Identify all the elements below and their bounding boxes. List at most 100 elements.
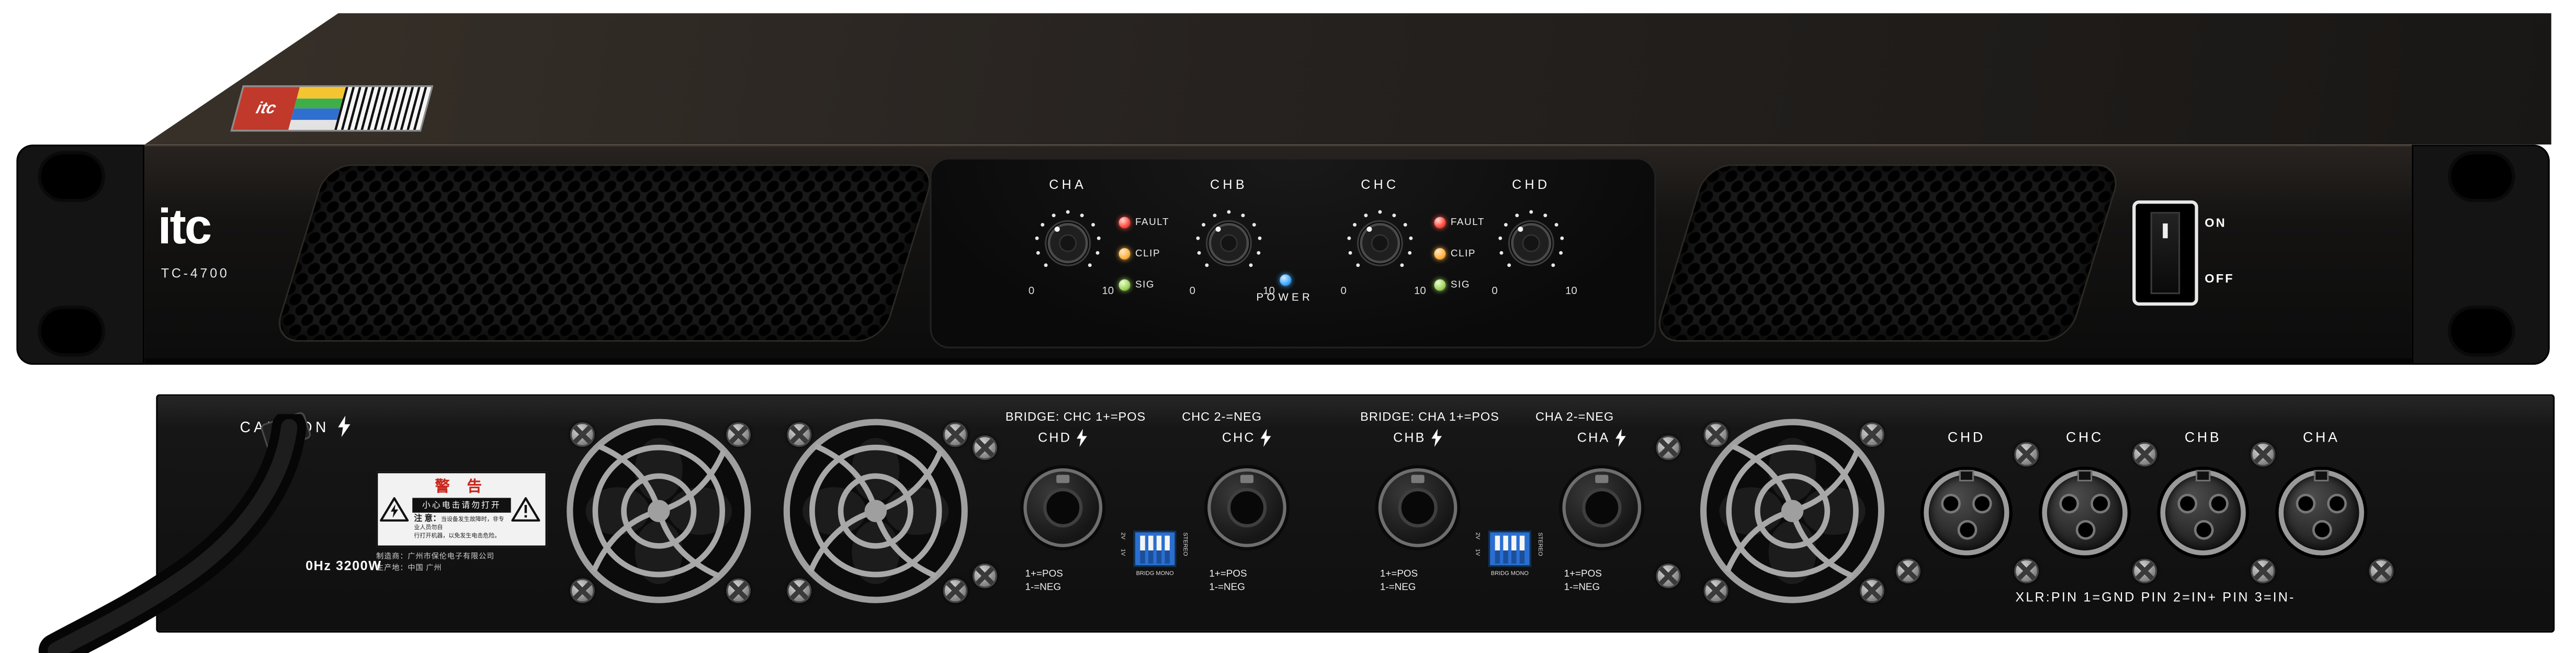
dip-label-1v: 1V <box>1120 548 1126 556</box>
screw-icon <box>943 578 968 603</box>
gain-knob <box>1035 210 1101 267</box>
rack-mount-hole <box>2451 154 2512 199</box>
fault-label: FAULT <box>1450 218 1485 228</box>
dip-label-2v: 2V <box>1474 532 1481 539</box>
clip-label: CLIP <box>1450 249 1476 259</box>
screw-icon <box>1895 558 1921 583</box>
screw-icon <box>943 422 968 447</box>
screw-icon <box>726 422 751 447</box>
warning-note-line2: 行打开机器，以免发生电击危险。 <box>414 532 501 538</box>
fan-grille-icon <box>783 419 968 603</box>
dip-label-bridge-mono: BRIDG MONO <box>1136 570 1174 577</box>
scale-min: 0 <box>1492 286 1498 298</box>
sig-led <box>1434 279 1446 291</box>
scale-min: 0 <box>1340 286 1347 298</box>
speakon-pinout: 1+=POS 1-=NEG <box>1380 570 1462 596</box>
speakon-label-chb: CHB <box>1369 429 1467 447</box>
channel-label: CHD <box>1512 177 1551 193</box>
bridge-text: CHC 2-=NEG <box>1182 409 1262 424</box>
rack-mount-hole <box>41 154 102 199</box>
power-switch <box>2132 200 2198 306</box>
manufacturer-line: 制造商：广州市保伦电子有限公司 <box>376 552 495 560</box>
xlr-label-cha: CHA <box>2302 429 2340 446</box>
channel-text: CHB <box>1393 430 1426 446</box>
channel-text: CHD <box>1038 430 1072 446</box>
warning-title: 警 告 <box>435 478 489 495</box>
screw-icon <box>787 578 812 603</box>
dip-label-2v: 2V <box>1120 532 1126 539</box>
screw-icon <box>2014 558 2039 583</box>
rack-ear-left <box>16 144 145 365</box>
lightning-icon <box>1615 429 1626 447</box>
screw-icon <box>787 422 812 447</box>
sig-label: SIG <box>1135 280 1155 290</box>
speakon-latch <box>1411 475 1425 483</box>
pin-neg: 1-=NEG <box>1209 583 1245 593</box>
shock-warning-triangle-icon <box>380 497 409 522</box>
pin-pos: 1+=POS <box>1380 570 1418 580</box>
warning-sticker: 警 告 小心电击请勿打开 注 意：当设备发生故障时，非专业人员勿自 行打开机器，… <box>376 471 547 547</box>
speakon-connector-chb <box>1378 468 1458 547</box>
xlr-label-chb: CHB <box>2184 429 2222 446</box>
power-rating: 0Hz 3200W <box>306 558 382 573</box>
channel-a-control: CHA 0 10 <box>1019 177 1117 309</box>
pin-pos: 1+=POS <box>1025 570 1063 580</box>
speakon-connector-chd <box>1023 468 1103 547</box>
channel-label: CHA <box>1049 177 1087 193</box>
speakon-socket <box>1043 488 1083 528</box>
clip-led <box>1118 248 1131 260</box>
fan-grille-icon <box>567 419 751 603</box>
scale-min: 0 <box>1189 286 1195 298</box>
bridge-text: BRIDGE: CHC 1+=POS <box>1005 409 1146 424</box>
speakon-pinout: 1+=POS 1-=NEG <box>1025 570 1108 596</box>
speakon-connector-cha <box>1562 468 1642 547</box>
screw-icon <box>1703 578 1728 603</box>
pin-neg: 1-=NEG <box>1380 583 1416 593</box>
sig-led <box>1118 279 1131 291</box>
xlr-pinout-note: XLR:PIN 1=GND PIN 2=IN+ PIN 3=IN- <box>2015 590 2296 605</box>
lightning-icon <box>1431 429 1442 447</box>
screw-icon <box>2251 442 2276 467</box>
channel-b-control: CHB 0 10 <box>1180 177 1278 309</box>
exclamation-warning-triangle-icon <box>511 497 540 522</box>
clip-led <box>1434 248 1446 260</box>
gain-knob <box>1196 210 1262 267</box>
fault-label: FAULT <box>1135 218 1170 228</box>
xlr-notch <box>2314 470 2329 482</box>
bridge-text: BRIDGE: CHA 1+=POS <box>1360 409 1499 424</box>
clip-label: CLIP <box>1135 249 1161 259</box>
screw-icon <box>2014 442 2039 467</box>
channel-c-control: CHC 0 10 <box>1331 177 1429 309</box>
bridge-info-cd: BRIDGE: CHC 1+=POS CHC 2-=NEG <box>1005 409 1262 424</box>
screw-icon <box>973 564 998 589</box>
amplifier-top-surface: itc <box>144 13 2551 145</box>
xlr-notch <box>2077 470 2093 482</box>
rack-mount-hole <box>41 309 102 354</box>
rack-ear-right <box>2411 144 2550 365</box>
channel-d-control: CHD 0 10 <box>1482 177 1580 309</box>
screw-icon <box>1703 422 1728 447</box>
power-label: POWER <box>1256 292 1313 304</box>
bridge-info-ab: BRIDGE: CHA 1+=POS CHA 2-=NEG <box>1360 409 1614 424</box>
pin-neg: 1-=NEG <box>1025 583 1061 593</box>
dip-label-1v: 1V <box>1474 548 1481 556</box>
screw-icon <box>1859 422 1884 447</box>
channel-label: CHB <box>1210 177 1248 193</box>
speakon-latch <box>1240 475 1254 483</box>
lightning-icon <box>337 415 349 437</box>
ventilation-grille-left <box>272 164 937 342</box>
screw-icon <box>2132 558 2157 583</box>
brand-logo: itc <box>157 200 212 255</box>
speakon-socket <box>1582 488 1622 528</box>
gain-knob <box>1347 210 1413 267</box>
fan-grille-icon <box>1700 419 1885 603</box>
speakon-socket <box>1227 488 1267 528</box>
xlr-connector-chc <box>2042 470 2128 556</box>
screw-icon <box>570 578 595 603</box>
scale-max: 10 <box>1102 286 1114 298</box>
fault-led <box>1118 217 1131 229</box>
switch-off-label: OFF <box>2205 271 2234 286</box>
